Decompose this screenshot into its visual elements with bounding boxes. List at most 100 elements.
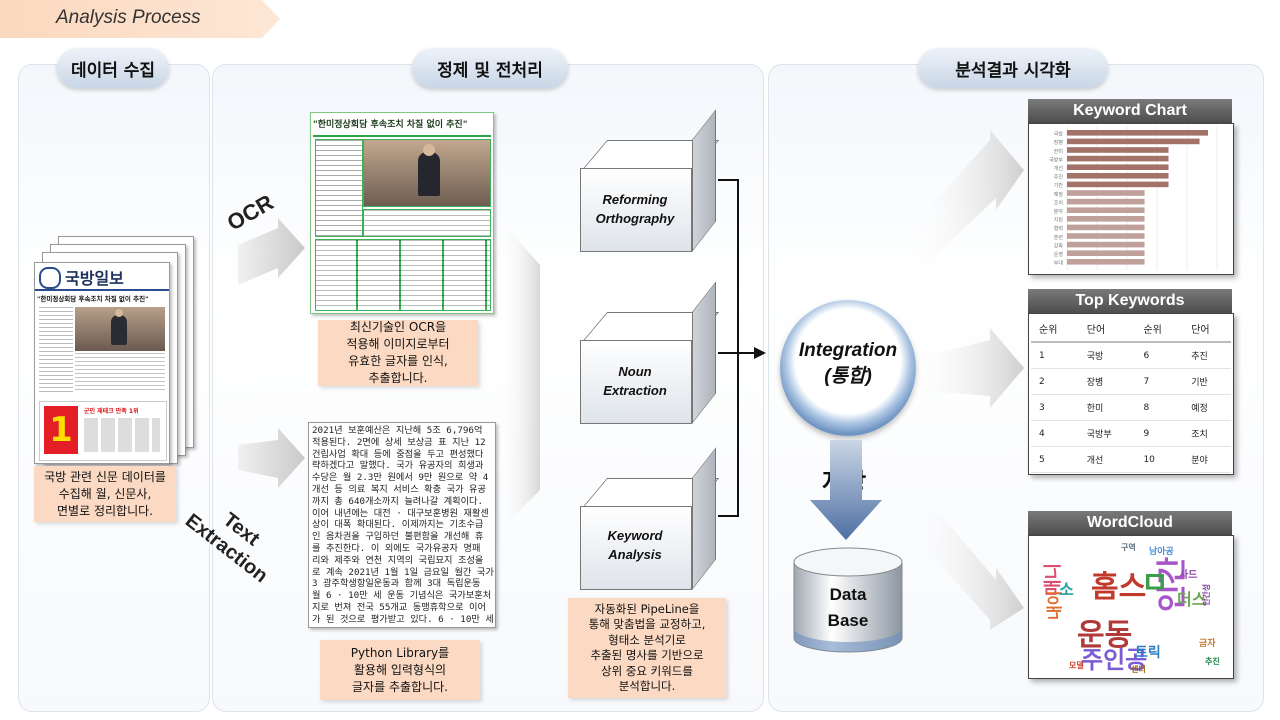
newspaper-logo-icon: [39, 267, 61, 289]
text-line: 까지 총 640개소까지 늘려나갈 계획이다.: [312, 495, 484, 507]
chart-category-label: 강화: [1054, 242, 1064, 249]
ocr-arrow: [238, 218, 305, 285]
text-line: 인 음차권을 구입하던 불편함을 개선해 휴: [312, 531, 484, 543]
table-cell: 2: [1031, 368, 1079, 395]
text-line: 개선 등 의료 복지 서비스 확충 국가 유공: [312, 483, 486, 495]
text-line: 적용된다. 2면에 상세 보상금 표 지난 12: [312, 436, 486, 448]
table-cell: 7: [1135, 368, 1184, 395]
note-line: 최신기술인 OCR을: [349, 320, 447, 334]
newspaper-front-page: 국방일보 "한미정상회담 후속조치 차질 없이 추진" 1 군인 재테크 만족 …: [34, 262, 170, 464]
chart-category-label: 개선: [1054, 165, 1064, 172]
chart-category-label: 기반: [1054, 182, 1064, 189]
wordcloud-word: 트릭: [1135, 645, 1161, 661]
header-banner: [0, 0, 280, 38]
table-cell: 5: [1031, 446, 1079, 473]
text-line: 2021년 보훈예산은 지난해 5조 6,796억: [312, 425, 483, 436]
table-cell: 추진: [1183, 342, 1231, 369]
ocr-text-blocks: [315, 239, 491, 311]
chart-bar: [1067, 241, 1145, 248]
chart-category-label: 지원: [1054, 217, 1064, 224]
chart-category-label: 부대: [1054, 260, 1064, 267]
text-line: 상이 대폭 확대된다. 이제까지는 기초수급: [312, 519, 484, 531]
ocr-column: [315, 139, 363, 237]
note-line: 활용해 입력형식의: [353, 662, 447, 677]
table-header-cell: 순위: [1135, 316, 1184, 343]
arrow-to-keywords: [910, 328, 1024, 408]
chart-category-label: 운영: [1054, 251, 1063, 258]
table-cell: 8: [1135, 394, 1184, 421]
cube-label-line: Analysis: [608, 547, 662, 562]
pill-data-collection: 데이터 수집: [57, 48, 169, 88]
chart-category-label: 협력: [1054, 225, 1063, 232]
table-cell: 개선: [1078, 446, 1136, 473]
text-line: 건립사업 확대 등에 중점을 두고 편성했다: [312, 448, 484, 460]
chart-category-label: 예정: [1054, 191, 1063, 198]
note-pipeline: 자동화된 PipeLine을 통해 맞춤법을 교정하고, 형태소 분석기로 추출…: [568, 598, 726, 698]
newspaper-name: 국방일보: [65, 269, 124, 288]
chart-bar: [1067, 207, 1145, 213]
note-line: 수집해 월, 신문사,: [58, 486, 152, 501]
chart-category-label: 국방부: [1049, 156, 1063, 163]
table-cell: 9: [1135, 420, 1184, 447]
table-header-cell: 순위: [1031, 316, 1079, 343]
ad-text: 군인 재테크 만족 1위: [84, 408, 139, 415]
pill-visualization: 분석결과 시각화: [918, 48, 1108, 88]
database-label-line-2: Base: [827, 611, 869, 630]
wordcloud-word: 홈스: [1091, 570, 1147, 605]
table-header-cell: 단어: [1183, 316, 1231, 343]
arrow-to-chart: [910, 130, 1024, 270]
text-line: 로 계속 2021년 1월 1일 금요일 월간 국가: [312, 566, 494, 578]
chart-bar: [1067, 190, 1145, 196]
note-data-collection: 국방 관련 신문 데이터를 수집해 월, 신문사, 면별로 정리합니다.: [34, 466, 176, 522]
integration-title-line-2: (통합): [824, 366, 872, 387]
newspaper-ad: 1 군인 재테크 만족 1위: [39, 401, 167, 461]
column-text: [39, 307, 73, 393]
chart-bar: [1067, 216, 1145, 222]
wordcloud-word: 금자: [1199, 639, 1216, 649]
table-cell: 국방부: [1078, 420, 1136, 447]
chart-bar: [1067, 138, 1200, 145]
chart-bar: [1067, 173, 1169, 179]
note-line: 분석합니다.: [618, 679, 676, 693]
integration-title-line-1: Integration: [798, 340, 898, 361]
text-line: 수당은 월 2.3만 원에서 9만 원으로 약 4: [312, 472, 489, 484]
chart-bar: [1067, 250, 1145, 256]
flow-arrows: [238, 218, 540, 530]
chart-bar: [1067, 155, 1169, 162]
chart-category-label: 분야: [1054, 208, 1064, 215]
note-line: 적용해 이미지로부터: [346, 337, 450, 351]
wordcloud-word: 사드: [1179, 570, 1198, 581]
chart-bar: [1067, 164, 1169, 170]
output-arrows: [910, 130, 1024, 630]
table-cell: 조치: [1183, 420, 1231, 447]
cube-front: [580, 340, 692, 424]
wordcloud-word: 소: [1059, 580, 1074, 599]
wordcloud-word: 센터: [1131, 665, 1146, 674]
integration-circle: [780, 300, 916, 436]
integration-label: Integration (통합): [780, 338, 916, 390]
store-arrow-icon: [810, 440, 882, 540]
wordcloud-word: ㅁ: [1141, 566, 1169, 601]
table-cell: 예정: [1183, 394, 1231, 421]
chart-bar: [1067, 130, 1208, 136]
text-line: 3 광주학생항일운동과 함께 3대 독립운동: [312, 578, 481, 590]
table-cell: 1: [1031, 342, 1079, 369]
text-line: 략하겠다고 말했다. 국가 유공자의 희생과: [312, 460, 484, 472]
note-line: 추출합니다.: [368, 371, 428, 385]
wordcloud-word: 모델: [1069, 661, 1084, 670]
chart-bar: [1067, 259, 1145, 265]
wordcloud-word: 남아공: [1149, 547, 1174, 557]
note-line: 상위 중요 키워드를: [601, 663, 693, 678]
text-line: 이어 내년에는 대전 · 대구보훈병원 재활센: [312, 507, 489, 519]
wordcloud-word: 더스: [1177, 590, 1207, 609]
